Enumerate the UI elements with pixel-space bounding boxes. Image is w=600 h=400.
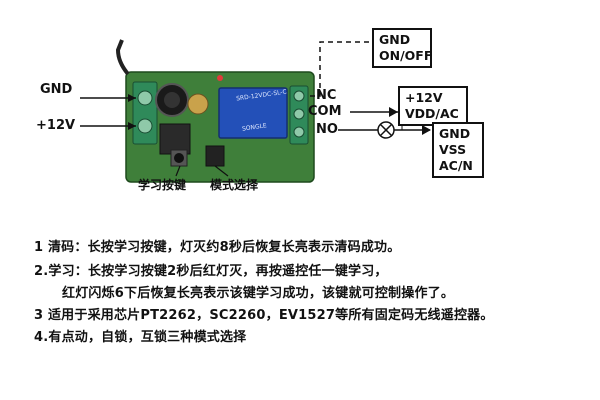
status-led	[217, 75, 223, 81]
power-box-line2: VDD/AC	[405, 106, 459, 121]
gnd-arrow	[128, 94, 136, 102]
gnd-label: GND	[40, 82, 73, 97]
mode-select-label: 模式选择	[210, 178, 259, 192]
power-box: +12V VDD/AC	[398, 86, 468, 126]
note-compatible-chips: 3 适用于采用芯片PT2262，SC2260，EV1527等所有固定码无线遥控器…	[34, 308, 494, 323]
com-label: COM	[308, 104, 342, 119]
learn-key-pointer	[175, 165, 181, 177]
lamp-cross-b	[379, 123, 393, 137]
learn-key-cap	[174, 153, 184, 163]
no-label: NO	[316, 122, 338, 137]
potentiometer	[187, 93, 209, 115]
ground-box-line2: VSS	[439, 142, 467, 157]
terminal-screw-nc	[293, 90, 305, 102]
ground-box-line3: AC/N	[439, 158, 473, 173]
terminal-screw-com	[293, 108, 305, 120]
capacitor-top	[164, 92, 180, 108]
mode-jumper[interactable]	[205, 145, 225, 167]
terminal-screw-12v	[137, 118, 153, 134]
no-arrow	[422, 125, 431, 135]
nc-label: NC	[316, 88, 337, 103]
plus12v-label: +12V	[36, 118, 76, 133]
terminal-screw-gnd	[137, 90, 153, 106]
terminal-screw-no	[293, 126, 305, 138]
power-box-line1: +12V	[405, 90, 443, 105]
relay	[218, 87, 288, 139]
ground-box-line1: GND	[439, 126, 471, 141]
nc-dashed-wire	[310, 41, 372, 97]
right-wires	[310, 41, 431, 139]
ground-box: GND VSS AC/N	[432, 122, 484, 178]
left-wires	[80, 94, 136, 130]
on-off-box-line1: GND	[379, 32, 411, 47]
mode-select-pointer	[214, 165, 229, 177]
note-learn: 2.学习：长按学习按键2秒后红灯灭，再按遥控任一键学习，	[34, 264, 388, 279]
pcb-board	[115, 39, 315, 183]
com-arrow	[389, 107, 398, 117]
note-learn-cont: 红灯闪烁6下后恢复长亮表示该键学习成功，该键就可控制操作了。	[62, 286, 455, 301]
learn-key-label: 学习按键	[138, 178, 187, 192]
note-modes: 4.有点动，自锁，互锁三种模式选择	[34, 330, 247, 345]
note-clear-code: 1 清码：长按学习按键，灯灭约8秒后恢复长亮表示清码成功。	[34, 240, 401, 255]
plus12v-arrow	[128, 122, 136, 130]
on-off-box-line2: ON/OFF	[379, 48, 433, 63]
on-off-box: GND ON/OFF	[372, 28, 432, 68]
antenna-wire	[115, 39, 130, 76]
